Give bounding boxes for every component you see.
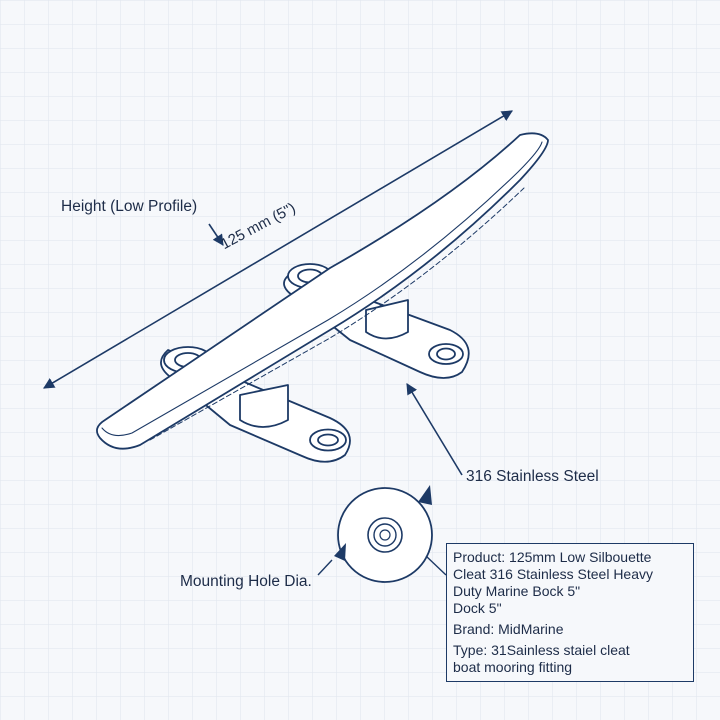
product-line: Product: 125mm Low Silbouette: [453, 549, 652, 565]
product-line: Duty Marine Bock 5": [453, 583, 581, 599]
mounting-hole-icon: [337, 487, 433, 583]
dimension-line: [43, 110, 513, 389]
height-leader-arrow: [208, 223, 224, 246]
arrow-head-icon: [334, 543, 346, 561]
front-pillar: [239, 384, 289, 428]
type-line: boat mooring fitting: [453, 659, 573, 675]
box-leader-line: [425, 555, 447, 576]
product-line: Dock 5": [453, 600, 502, 616]
height-label: Height (Low Profile): [61, 198, 198, 215]
product-line: Cleat 316 Stainless Steel Heavy: [453, 566, 653, 582]
product-info-box: Product: 125mm Low Silbouette Cleat 316 …: [446, 543, 694, 682]
hole-leader-line: [317, 559, 333, 576]
material-label: 316 Stainless Steel: [466, 468, 599, 485]
mounting-hole-label: Mounting Hole Dia.: [180, 573, 312, 590]
brand-line: Brand: MidMarine: [453, 621, 564, 637]
type-line: Type: 31Sainless staiel cleat: [453, 642, 630, 658]
material-leader-arrow: [406, 383, 463, 476]
front-end-hole-inner: [317, 433, 339, 447]
arrow-head-icon: [418, 485, 432, 505]
rear-end-hole-inner: [436, 347, 456, 361]
